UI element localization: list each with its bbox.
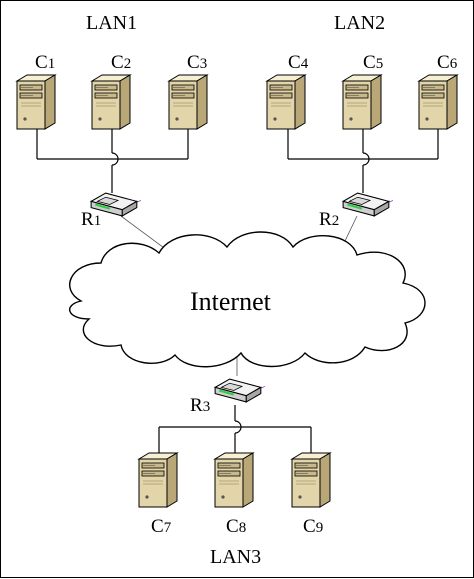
svg-text:C2: C2 xyxy=(111,52,131,73)
svg-text:C8: C8 xyxy=(226,516,246,537)
server-tower-icon xyxy=(138,452,178,508)
svg-text:C3: C3 xyxy=(187,52,207,73)
server-tower-icon xyxy=(418,74,458,130)
computer-c1: C1 xyxy=(16,52,56,130)
c2-num: 2 xyxy=(124,56,132,72)
server-tower-icon xyxy=(342,74,382,130)
r2-letter: R xyxy=(319,209,332,230)
r3-num: 3 xyxy=(203,399,211,415)
svg-text:R1: R1 xyxy=(81,209,101,230)
c5-letter: C xyxy=(363,52,376,73)
lan1-bus xyxy=(36,129,189,193)
computer-c2: C2 xyxy=(91,52,131,130)
c2-letter: C xyxy=(111,52,124,73)
server-tower-icon xyxy=(214,452,254,508)
svg-text:C9: C9 xyxy=(303,516,323,537)
svg-text:R3: R3 xyxy=(190,395,210,416)
c6-letter: C xyxy=(437,52,450,73)
c3-letter: C xyxy=(187,52,200,73)
router-r2: R2 xyxy=(319,192,393,230)
c1-num: 1 xyxy=(48,56,56,72)
r1-letter: R xyxy=(81,209,94,230)
c9-letter: C xyxy=(303,516,316,537)
c3-num: 3 xyxy=(200,56,208,72)
svg-text:C7: C7 xyxy=(151,516,172,537)
r2-num: 2 xyxy=(332,213,340,229)
lan2-bus xyxy=(287,129,439,193)
internet-cloud-icon xyxy=(69,231,426,368)
server-tower-icon xyxy=(16,74,56,130)
svg-text:C1: C1 xyxy=(35,52,55,73)
lan2-label: LAN2 xyxy=(334,12,385,34)
r1-num: 1 xyxy=(94,213,102,229)
computer-c6: C6 xyxy=(418,52,458,130)
c1-letter: C xyxy=(35,52,48,73)
server-tower-icon xyxy=(91,74,131,130)
lan1-label: LAN1 xyxy=(86,12,137,34)
computer-c9: C9 xyxy=(291,452,331,537)
c6-num: 6 xyxy=(450,56,458,72)
computer-c3: C3 xyxy=(168,52,208,130)
svg-text:C5: C5 xyxy=(363,52,383,73)
server-tower-icon xyxy=(291,452,331,508)
computer-c8: C8 xyxy=(214,452,254,537)
c9-num: 9 xyxy=(316,520,324,536)
c8-letter: C xyxy=(226,516,239,537)
svg-text:C4: C4 xyxy=(288,52,309,73)
svg-text:C6: C6 xyxy=(437,52,458,73)
c7-letter: C xyxy=(151,516,164,537)
lan3-label: LAN3 xyxy=(210,546,261,568)
computer-c7: C7 xyxy=(138,452,178,537)
computer-c4: C4 xyxy=(266,52,309,130)
internet-label: Internet xyxy=(190,287,272,316)
lan3-bus xyxy=(158,405,312,453)
c4-letter: C xyxy=(288,52,301,73)
c5-num: 5 xyxy=(376,56,384,72)
svg-text:R2: R2 xyxy=(319,209,339,230)
server-tower-icon xyxy=(266,74,306,130)
router-icon xyxy=(342,192,393,217)
r3-letter: R xyxy=(190,395,203,416)
c4-num: 4 xyxy=(301,56,309,72)
router-r1: R1 xyxy=(81,192,141,230)
router-icon xyxy=(214,378,265,403)
server-tower-icon xyxy=(168,74,208,130)
c8-num: 8 xyxy=(239,520,247,536)
router-r3: R3 xyxy=(190,378,265,416)
c7-num: 7 xyxy=(164,520,172,536)
computer-c5: C5 xyxy=(342,52,383,130)
